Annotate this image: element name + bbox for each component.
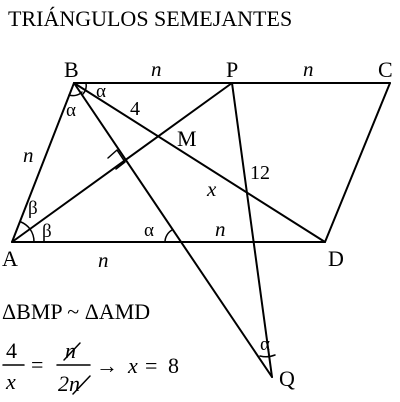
segment-PQ bbox=[231, 82, 273, 378]
label-inner-n: n bbox=[215, 217, 226, 241]
label-BP: n bbox=[151, 57, 162, 81]
arc-alpha-B-lower bbox=[68, 91, 83, 97]
angle-label-B-lower: α bbox=[66, 100, 76, 121]
point-label-C: C bbox=[378, 57, 393, 82]
segment-AB bbox=[11, 82, 75, 243]
implies-arrow: → bbox=[96, 353, 118, 378]
segment-BD bbox=[73, 82, 326, 243]
point-label-M: M bbox=[177, 126, 197, 151]
arc-alpha-Q bbox=[259, 354, 276, 358]
angle-label-A-lower: β bbox=[42, 221, 52, 242]
label-PC: n bbox=[303, 57, 314, 81]
result-value: 8 bbox=[168, 353, 179, 378]
diagram-title: TRIÁNGULOS SEMEJANTES bbox=[8, 6, 292, 31]
point-label-B: B bbox=[64, 57, 79, 82]
result-variable: x bbox=[127, 353, 138, 378]
fraction-2-numerator: n bbox=[65, 338, 76, 363]
cancel-stroke-den bbox=[72, 375, 91, 395]
similarity-relation: ΔBMP ~ ΔAMD bbox=[2, 299, 150, 324]
arc-beta-A-lower bbox=[29, 228, 35, 243]
label-PQ-part: 12 bbox=[250, 162, 270, 184]
arc-alpha-B-upper bbox=[82, 82, 87, 95]
segment-BQ bbox=[73, 82, 273, 378]
cancel-stroke-num bbox=[63, 342, 81, 361]
point-label-Q: Q bbox=[279, 366, 295, 391]
fraction-1-denominator: x bbox=[5, 369, 16, 394]
fraction-2-denominator: 2n bbox=[58, 371, 80, 396]
arc-alpha-AD bbox=[164, 229, 173, 243]
label-AD: n bbox=[98, 248, 109, 272]
angle-label-AD: α bbox=[144, 220, 154, 241]
angle-label-Q: α bbox=[260, 334, 270, 355]
equals-sign-1: = bbox=[31, 352, 43, 377]
label-MD: x bbox=[206, 177, 217, 201]
point-label-P: P bbox=[226, 57, 238, 82]
point-label-A: A bbox=[2, 246, 18, 271]
point-label-D: D bbox=[328, 246, 344, 271]
angle-label-B-upper: α bbox=[96, 81, 106, 102]
arc-beta-A-upper bbox=[20, 221, 31, 230]
label-BM: 4 bbox=[130, 98, 140, 120]
right-angle-mark bbox=[107, 149, 126, 170]
fraction-1-numerator: 4 bbox=[6, 338, 17, 363]
segment-CD bbox=[324, 82, 391, 243]
equals-sign-2: = bbox=[145, 353, 157, 378]
label-AB: n bbox=[23, 143, 34, 167]
segment-AP bbox=[11, 82, 233, 243]
angle-label-A-upper: β bbox=[28, 198, 38, 219]
